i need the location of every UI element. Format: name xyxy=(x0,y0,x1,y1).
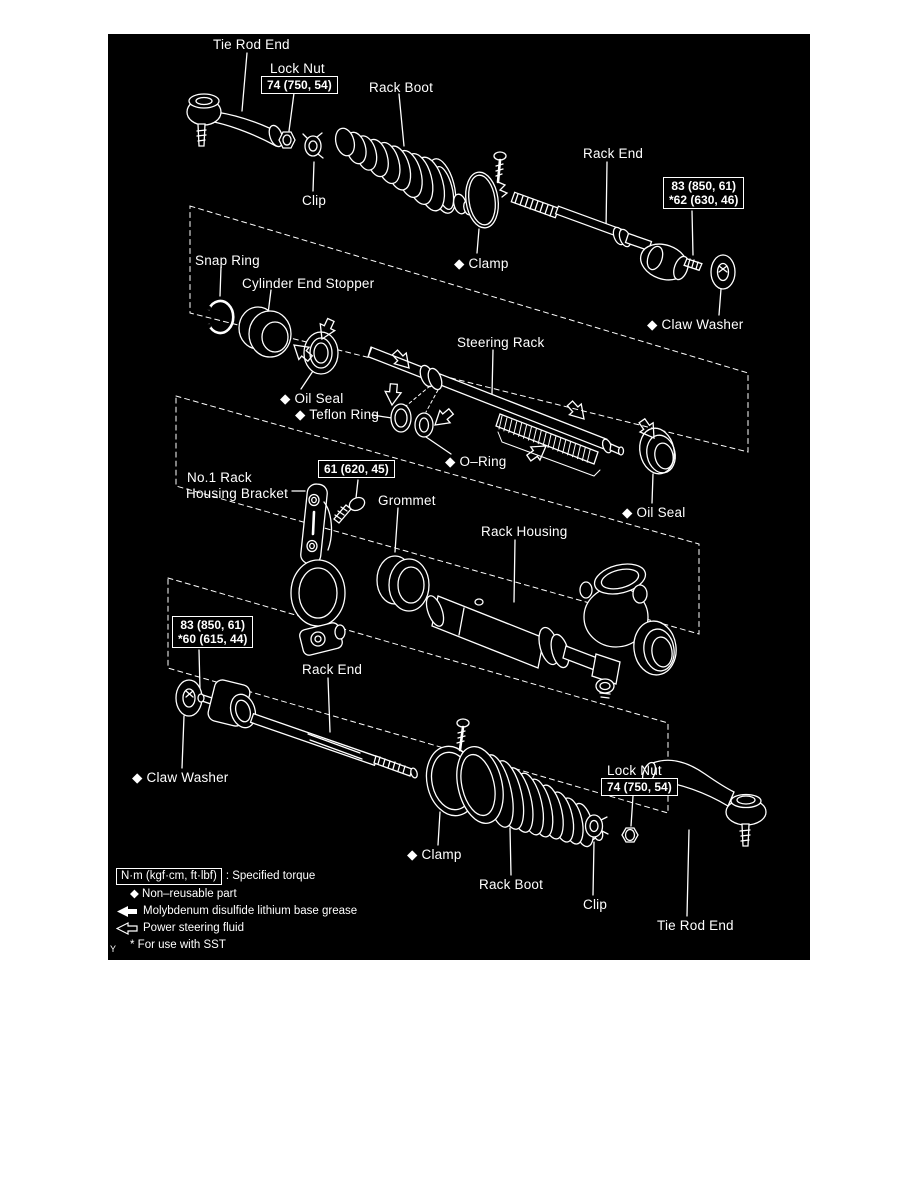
label-rack-boot-top: Rack Boot xyxy=(369,80,434,95)
rack-housing-art xyxy=(425,563,677,699)
label-o-ring: ◆ O–Ring xyxy=(445,454,507,469)
label-no1-rack-line1: No.1 Rack xyxy=(187,470,252,485)
legend-grease-row: Molybdenum disulfide lithium base grease xyxy=(116,904,357,919)
label-claw-washer-top: ◆ Claw Washer xyxy=(647,317,744,332)
label-rack-end-bottom: Rack End xyxy=(302,662,363,677)
rack-boot-bottom-art xyxy=(456,746,604,848)
oil-seal-right-art xyxy=(639,427,676,475)
snap-ring-art xyxy=(207,299,235,335)
legend-sst-row: * For use with SST xyxy=(130,939,226,951)
o-ring-art xyxy=(414,412,434,438)
legend-torque-box: N·m (kgf·cm, ft·lbf) xyxy=(116,868,222,885)
torque-lock-nut-bottom-value: 74 (750, 54) xyxy=(607,780,672,794)
torque-lock-nut-top: 74 (750, 54) xyxy=(261,76,338,94)
torque-rack-end-bottom-line1: 83 (850, 61) xyxy=(180,618,246,632)
label-steering-rack: Steering Rack xyxy=(457,335,545,350)
label-lock-nut-bottom: Lock Nut xyxy=(607,763,662,778)
label-clip-top: Clip xyxy=(302,193,327,208)
rack-end-bottom-art xyxy=(197,679,418,779)
torque-rack-end-top-line1: 83 (850, 61) xyxy=(671,179,737,193)
clip-top-art xyxy=(302,132,324,159)
torque-rack-end-top-line2: *62 (630, 46) xyxy=(669,193,739,207)
page-marker: Y xyxy=(110,944,117,954)
exploded-view-diagram: Tie Rod End Lock Nut 74 (750, 54) Rack B… xyxy=(108,34,810,960)
torque-rack-end-bottom: 83 (850, 61) *60 (615, 44) xyxy=(172,616,254,648)
legend-torque-row: N·m (kgf·cm, ft·lbf) : Specified torque xyxy=(116,868,357,885)
diagram-line-art xyxy=(167,52,767,917)
teflon-ring-art xyxy=(390,403,412,433)
label-rack-boot-bottom: Rack Boot xyxy=(479,877,544,892)
torque-bracket-bolt: 61 (620, 45) xyxy=(318,460,395,478)
legend-fluid-label: Power steering fluid xyxy=(143,922,244,934)
label-clamp-bottom: ◆ Clamp xyxy=(407,847,462,862)
label-rack-end-top: Rack End xyxy=(583,146,644,161)
rack-boot-top-art xyxy=(334,127,473,216)
label-cylinder-end-stopper: Cylinder End Stopper xyxy=(242,276,375,291)
rack-end-top-art xyxy=(510,191,703,281)
label-oil-seal-left: ◆ Oil Seal xyxy=(280,391,344,406)
steering-rack-art xyxy=(367,346,625,477)
label-no1-rack-line2: Housing Bracket xyxy=(186,486,289,501)
clip-bottom-art xyxy=(584,814,609,838)
label-claw-washer-bottom: ◆ Claw Washer xyxy=(132,770,229,785)
label-rack-housing: Rack Housing xyxy=(481,524,568,539)
lock-nut-top-art xyxy=(278,131,296,149)
torque-lock-nut-bottom: 74 (750, 54) xyxy=(601,778,678,796)
legend-torque-desc: : Specified torque xyxy=(225,870,316,882)
label-clip-bottom: Clip xyxy=(583,897,608,912)
claw-washer-top-art xyxy=(710,254,736,290)
fluid-arrow-icon xyxy=(116,922,138,935)
label-clamp-top: ◆ Clamp xyxy=(454,256,509,271)
label-grommet: Grommet xyxy=(378,493,436,508)
bracket-bolt-art xyxy=(333,496,366,524)
grease-arrow-icon xyxy=(117,906,137,917)
label-tie-rod-end-top: Tie Rod End xyxy=(213,37,290,52)
label-oil-seal-right: ◆ Oil Seal xyxy=(622,505,686,520)
tie-rod-end-top-art xyxy=(186,93,284,148)
label-lock-nut-top: Lock Nut xyxy=(270,61,325,76)
legend: N·m (kgf·cm, ft·lbf) : Specified torque … xyxy=(116,868,357,955)
cylinder-end-stopper-art xyxy=(238,306,292,358)
torque-rack-end-bottom-line2: *60 (615, 44) xyxy=(178,632,248,646)
label-tie-rod-end-bottom: Tie Rod End xyxy=(657,918,734,933)
lock-nut-bottom-art xyxy=(621,827,639,843)
label-teflon-ring: ◆ Teflon Ring xyxy=(295,407,380,422)
legend-fluid-row: Power steering fluid xyxy=(116,921,357,936)
no1-rack-housing-bracket-art xyxy=(290,483,346,656)
torque-rack-end-top: 83 (850, 61) *62 (630, 46) xyxy=(663,177,745,209)
legend-grease-label: Molybdenum disulfide lithium base grease xyxy=(143,905,358,917)
legend-non-reusable-row: ◆ Non–reusable part xyxy=(130,888,237,900)
clamp-top-art xyxy=(465,151,509,229)
grommet-art xyxy=(376,555,430,612)
torque-lock-nut-top-value: 74 (750, 54) xyxy=(267,78,332,92)
torque-bracket-bolt-value: 61 (620, 45) xyxy=(324,462,389,476)
label-snap-ring: Snap Ring xyxy=(195,253,260,268)
dashed-frame-planes xyxy=(167,205,749,814)
claw-washer-bottom-art xyxy=(175,679,203,717)
